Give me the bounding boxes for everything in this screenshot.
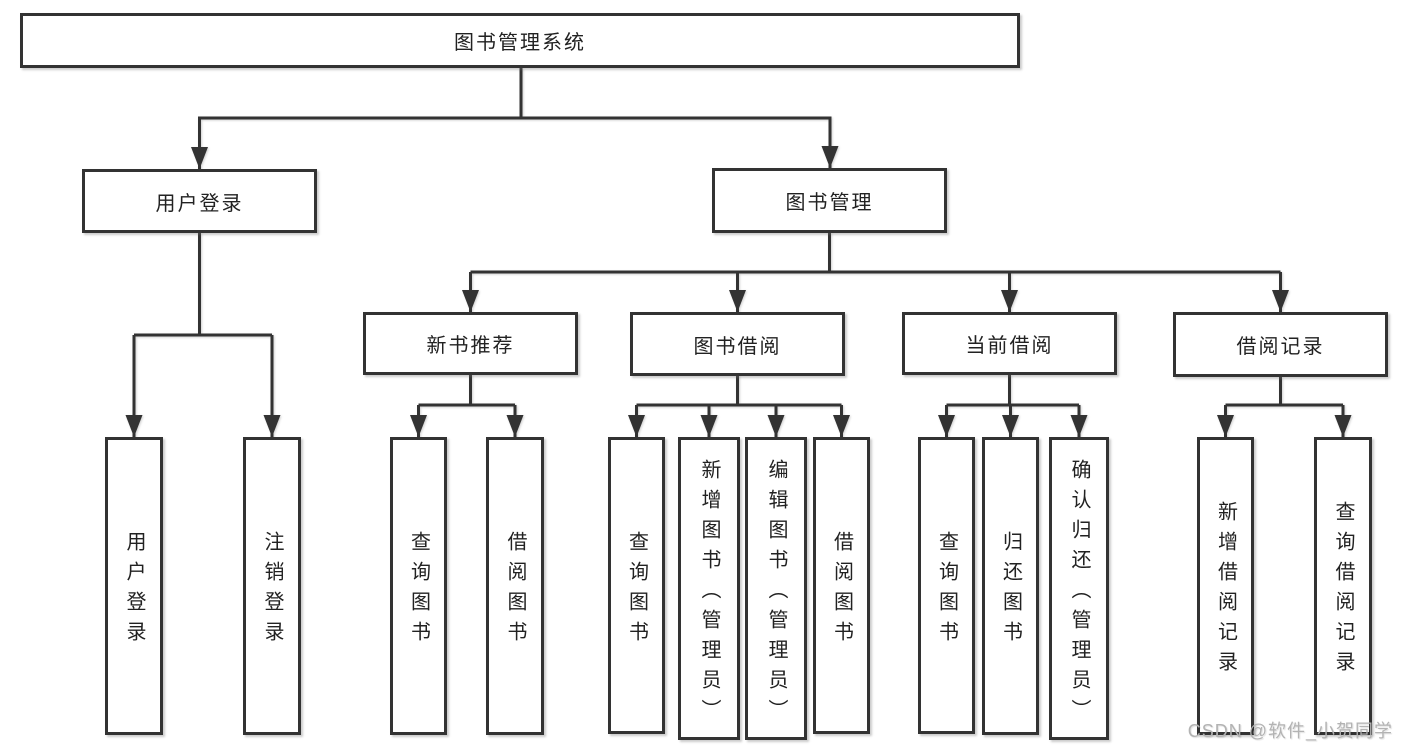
leaf-borrow-books-borrow-label: 借阅图书 (830, 530, 853, 651)
leaf-query-books-recommend-label: 查询图书 (407, 531, 430, 651)
node-new-book-recommend-label: 新书推荐 (426, 335, 515, 357)
leaf-edit-books-admin-label: 编辑图书（管理员） (765, 458, 787, 729)
leaf-add-borrow-record-label: 新增借阅记录 (1214, 501, 1237, 681)
leaf-add-borrow-record: 新增借阅记录 (1197, 437, 1254, 735)
leaf-add-books-admin: 新增图书（管理员） (678, 437, 740, 740)
leaf-add-books-admin-label: 新增图书（管理员） (698, 458, 720, 729)
leaf-edit-books-admin: 编辑图书（管理员） (745, 437, 807, 740)
leaf-query-books-current-label: 查询图书 (935, 530, 958, 651)
node-book-management: 图书管理 (712, 168, 947, 233)
leaf-borrow-books-recommend: 借阅图书 (486, 437, 544, 735)
node-borrow-records-label: 借阅记录 (1236, 336, 1325, 358)
leaf-query-borrow-record-label: 查询借阅记录 (1332, 501, 1354, 681)
node-new-book-recommend: 新书推荐 (363, 312, 578, 375)
node-current-borrow-label: 当前借阅 (965, 335, 1054, 357)
node-library-system-label: 图书管理系统 (454, 32, 586, 54)
node-book-borrow: 图书借阅 (630, 312, 845, 376)
node-book-management-label: 图书管理 (785, 192, 874, 214)
leaf-confirm-return-admin-label: 确认归还（管理员） (1068, 458, 1090, 729)
leaf-user-login: 用户登录 (105, 437, 163, 735)
leaf-query-books-borrow: 查询图书 (608, 437, 665, 734)
node-user-login: 用户登录 (82, 169, 317, 233)
node-user-login-label: 用户登录 (155, 192, 244, 215)
leaf-query-books-current: 查询图书 (918, 437, 975, 734)
leaf-query-borrow-record: 查询借阅记录 (1314, 437, 1372, 735)
node-book-borrow-label: 图书借阅 (693, 335, 782, 358)
node-library-system: 图书管理系统 (20, 13, 1020, 68)
leaf-logout: 注销登录 (243, 437, 301, 735)
node-current-borrow: 当前借阅 (902, 312, 1117, 375)
leaf-return-books-label: 归还图书 (999, 531, 1022, 651)
leaf-query-books-recommend: 查询图书 (390, 437, 447, 735)
leaf-logout-label: 注销登录 (261, 531, 283, 651)
leaf-user-login-label: 用户登录 (123, 531, 145, 651)
node-borrow-records: 借阅记录 (1173, 312, 1388, 377)
leaf-borrow-books-recommend-label: 借阅图书 (504, 531, 526, 651)
leaf-confirm-return-admin: 确认归还（管理员） (1049, 437, 1109, 740)
csdn-watermark: CSDN @软件_小贺同学 (1187, 721, 1393, 741)
leaf-return-books: 归还图书 (982, 437, 1039, 735)
leaf-borrow-books-borrow: 借阅图书 (813, 437, 870, 734)
leaf-query-books-borrow-label: 查询图书 (625, 530, 648, 651)
